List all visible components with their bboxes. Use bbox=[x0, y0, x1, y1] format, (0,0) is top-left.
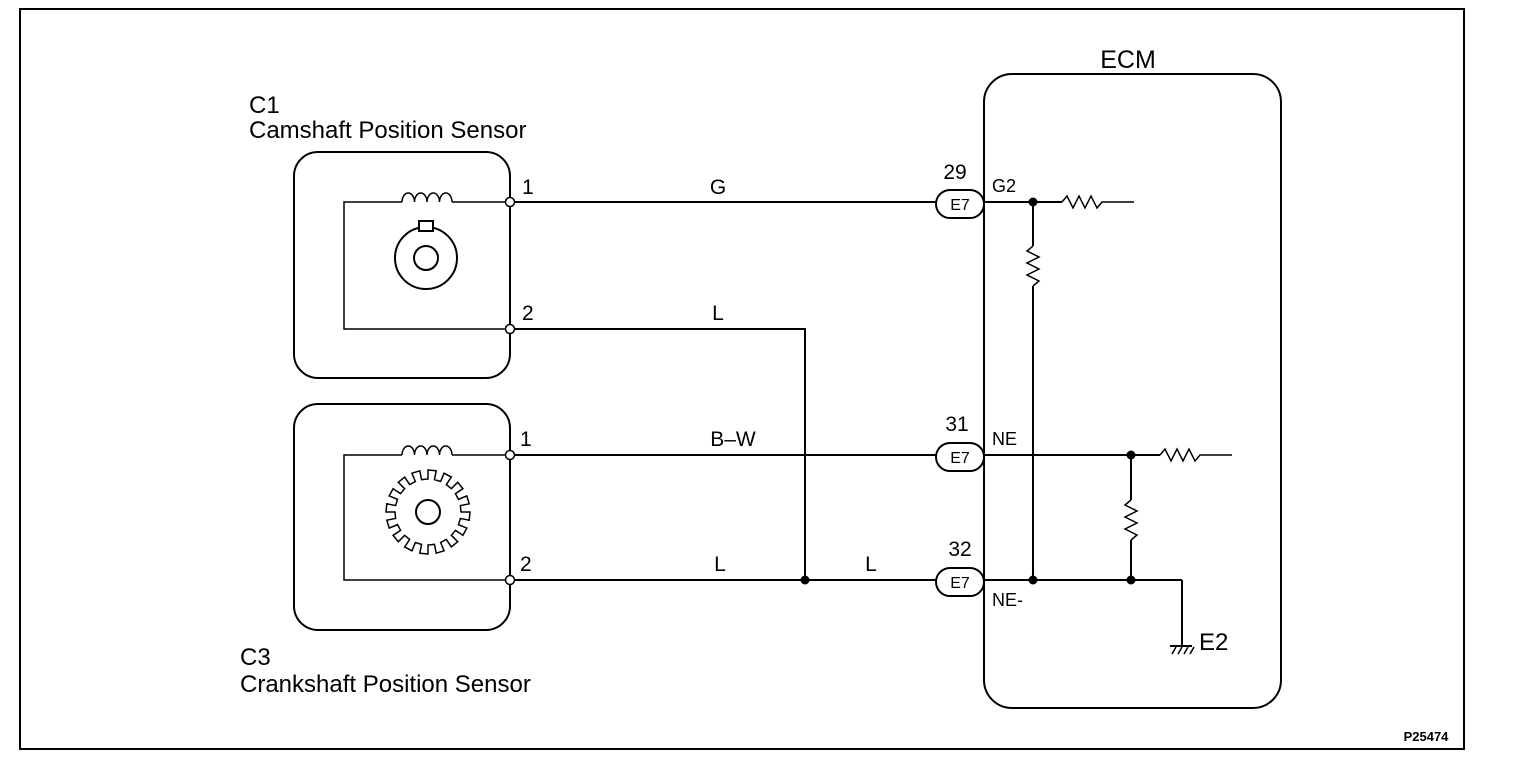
connector-29-pin: 29 bbox=[943, 161, 966, 184]
diagram-frame bbox=[19, 8, 1465, 750]
crank-sensor-name: Crankshaft Position Sensor bbox=[240, 671, 531, 698]
wire-label-g: G bbox=[710, 176, 726, 199]
cam-sensor-name: Camshaft Position Sensor bbox=[249, 117, 526, 144]
ground-label-e2: E2 bbox=[1199, 629, 1228, 656]
crankshaft-gear-icon bbox=[385, 469, 471, 555]
cam-coil-icon bbox=[401, 192, 453, 203]
ecm-g2-pull-resistor-icon bbox=[1025, 245, 1041, 287]
ecm-ne-pull-resistor-icon bbox=[1123, 499, 1139, 541]
connector-31: E7 31 bbox=[935, 413, 985, 472]
crank-sensor-return bbox=[343, 454, 510, 581]
wire-label-b-w: B–W bbox=[710, 428, 756, 451]
cam-sensor-body bbox=[293, 151, 511, 379]
crank-pin2-terminal bbox=[504, 574, 516, 586]
connector-29-id: E7 bbox=[950, 197, 970, 214]
cam-pin2-label: 2 bbox=[522, 302, 534, 325]
connector-32-id: E7 bbox=[950, 575, 970, 592]
wire-l-cam bbox=[514, 328, 806, 580]
connector-32: E7 32 bbox=[935, 538, 985, 597]
camshaft-rotor-icon bbox=[394, 220, 458, 290]
figure-code: P25474 bbox=[1404, 729, 1450, 744]
wire-label-l-cam: L bbox=[712, 302, 724, 325]
crank-coil-icon bbox=[401, 445, 453, 456]
terminal-ne-minus: NE- bbox=[992, 590, 1023, 610]
connector-31-id: E7 bbox=[950, 450, 970, 467]
wire-label-l-joined: L bbox=[865, 553, 877, 576]
crank-pin1-label: 1 bbox=[520, 428, 532, 451]
terminal-ne: NE bbox=[992, 429, 1017, 449]
connector-29: E7 29 bbox=[935, 161, 985, 219]
wire-splice-point bbox=[800, 575, 810, 585]
cam-pin1-label: 1 bbox=[522, 176, 534, 199]
terminal-g2: G2 bbox=[992, 176, 1016, 196]
ecm-g2-resistor-icon bbox=[1061, 194, 1134, 210]
crank-pin2-label: 2 bbox=[520, 553, 532, 576]
connector-32-pin: 32 bbox=[948, 538, 971, 561]
cam-pin1-terminal bbox=[504, 196, 516, 208]
ecm-ne-resistor-icon bbox=[1159, 447, 1232, 463]
connector-31-pin: 31 bbox=[945, 413, 968, 436]
crank-pin1-terminal bbox=[504, 449, 516, 461]
crank-sensor-body bbox=[293, 403, 511, 631]
cam-sensor-code: C1 bbox=[249, 92, 280, 119]
ecm-box bbox=[983, 73, 1282, 709]
ecm-ne-minus-junction-2 bbox=[1126, 575, 1136, 585]
cam-sensor-return bbox=[343, 201, 510, 330]
crank-sensor-code: C3 bbox=[240, 644, 271, 671]
ecm-title: ECM bbox=[1100, 46, 1156, 74]
ground-icon bbox=[1170, 645, 1195, 655]
wire-label-l-crank: L bbox=[714, 553, 726, 576]
ecm-ne-minus-junction-1 bbox=[1028, 575, 1038, 585]
cam-pin2-terminal bbox=[504, 323, 516, 335]
